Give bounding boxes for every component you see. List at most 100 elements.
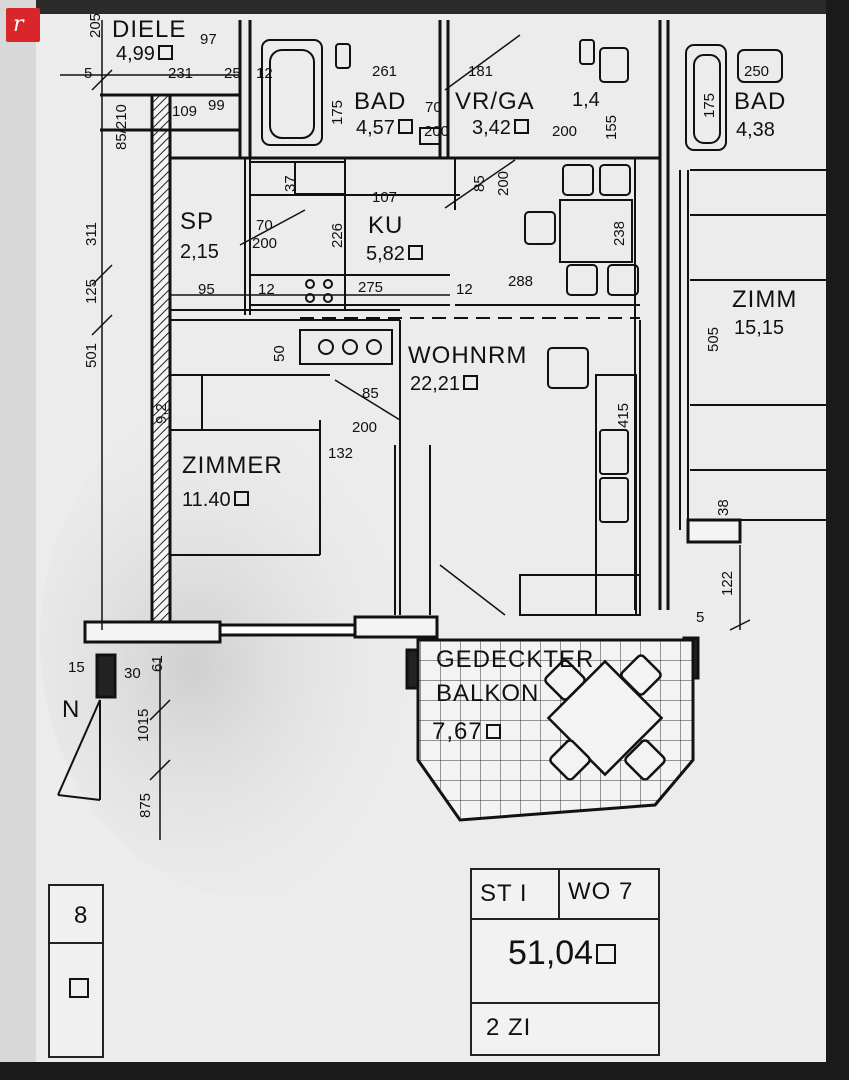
top-edge — [0, 0, 849, 14]
bottom-edge-shadow — [0, 1062, 849, 1080]
dim-ku-width: 275 — [358, 279, 384, 296]
room-area-zimm: 15,15 — [734, 317, 785, 339]
dim-ku-107: 107 — [372, 189, 398, 206]
dim-231: 231 — [168, 65, 194, 82]
room-name-bad-2: BAD — [734, 88, 787, 115]
dim-ku-200: 200 — [495, 170, 512, 196]
room-name-vrga: VR/GA — [455, 88, 535, 115]
dim-vrga-door-h: 200 — [424, 123, 450, 140]
dim-ku-depth: 226 — [329, 222, 346, 248]
right-edge-shadow — [826, 0, 849, 1080]
dim-wc-door: 200 — [552, 123, 578, 140]
room-area-wohnrm: 22,21 — [410, 374, 479, 394]
balcony-furniture — [544, 654, 666, 781]
dim-bad1-depth: 175 — [329, 99, 346, 125]
room-area-bad-2: 4,38 — [736, 119, 775, 141]
room-name-diele: DIELE — [112, 16, 187, 43]
title-total-area: 51,04 — [508, 936, 617, 970]
door-swings — [239, 34, 521, 616]
dim-9-2: 9,2 — [153, 403, 170, 424]
title-block-divider — [558, 870, 560, 918]
dimension-lines — [60, 20, 751, 840]
room-name-wohnrm: WOHNRM — [408, 342, 528, 369]
dim-12c: 12 — [456, 281, 473, 298]
dim-zimm-5: 5 — [696, 609, 705, 626]
left-box-square-icon — [69, 978, 89, 998]
dim-sp-door-h: 200 — [252, 235, 278, 252]
dim-sp-width: 95 — [198, 281, 215, 298]
room-name-sp: SP — [180, 208, 215, 235]
dim-zimm-38: 38 — [715, 499, 732, 516]
room-area-diele: 4,99 — [116, 44, 173, 64]
dim-15: 15 — [68, 659, 85, 676]
dim-bad2-depth: 175 — [701, 92, 718, 118]
dim-ku-238: 238 — [611, 220, 628, 246]
room-area-ku: 5,82 — [366, 244, 423, 264]
left-margin — [0, 0, 36, 1080]
dim-wohnrm-415: 415 — [615, 402, 632, 428]
title-rooms: 2 ZI — [486, 1014, 532, 1041]
room-name-ku: KU — [368, 212, 404, 239]
dim-5: 5 — [84, 65, 93, 82]
room-name-bad-1: BAD — [354, 88, 407, 115]
dim-875: 875 — [137, 792, 154, 818]
dim-vrga-width: 181 — [468, 63, 494, 80]
title-wohnung: WO 7 — [568, 878, 634, 905]
kitchen-fixtures — [294, 161, 393, 365]
dim-205: 205 — [87, 12, 104, 38]
bath-fixtures — [261, 39, 783, 151]
dim-vrga-door-w: 70 — [425, 99, 442, 116]
dim-12a: 12 — [256, 65, 273, 82]
title-block-header — [472, 870, 658, 920]
balcony-area: 7,67 — [432, 720, 501, 744]
left-box-divider — [50, 942, 102, 944]
dim-1015: 1015 — [135, 708, 152, 742]
dim-30: 30 — [124, 665, 141, 682]
brand-logo: r — [6, 8, 40, 42]
dim-501: 501 — [83, 342, 100, 368]
title-block-footer — [472, 1002, 658, 1056]
dim-99: 99 — [208, 97, 225, 114]
dim-bad2-width: 250 — [744, 63, 770, 80]
dim-zimm-505: 505 — [705, 326, 722, 352]
dim-sp-door-w: 70 — [256, 217, 273, 234]
dim-12b: 12 — [258, 281, 275, 298]
left-box-number: 8 — [74, 902, 89, 929]
room-name-zimmer: ZIMMER — [182, 452, 283, 479]
title-stiege: ST I — [480, 880, 528, 907]
dim-311: 311 — [83, 222, 100, 246]
outer-walls — [100, 20, 670, 627]
dim-125: 125 — [83, 278, 100, 304]
dim-zimmer-132: 132 — [328, 445, 354, 462]
dim-diele-width: 97 — [200, 31, 217, 48]
room-area-vrga: 3,42 — [472, 118, 529, 138]
photo-shadow — [40, 380, 480, 900]
room-area-bad-1: 4,57 — [356, 118, 413, 138]
room-area-sp: 2,15 — [180, 241, 219, 263]
dim-ku-85: 85 — [471, 175, 488, 192]
dim-wc-depth: 155 — [603, 114, 620, 140]
dim-wohnrm-50: 50 — [271, 345, 288, 362]
dim-109: 109 — [172, 103, 198, 120]
balcony-name-1: GEDECKTER — [436, 646, 595, 673]
dim-bad1-width: 261 — [372, 63, 398, 80]
neighbour-room — [679, 169, 826, 530]
dim-25: 25 — [224, 65, 241, 82]
dim-85-210: 85/210 — [113, 104, 130, 150]
dim-zimm-122: 122 — [719, 570, 736, 596]
dim-61: 61 — [149, 655, 166, 672]
dim-wohnrm-door-h: 200 — [352, 419, 378, 436]
room-area-zimmer: 11.40 — [182, 490, 249, 510]
room-area-wc: 1,4 — [572, 89, 600, 111]
dim-ku-37: 37 — [282, 175, 299, 192]
room-name-zimm: ZIMM — [732, 286, 798, 313]
north-label: N — [62, 696, 81, 723]
title-block: ST I WO 7 51,04 2 ZI — [470, 868, 660, 1056]
north-arrow — [57, 699, 101, 801]
furniture — [519, 164, 641, 616]
dim-wohnrm-door-w: 85 — [362, 385, 379, 402]
dim-wohnrm-288: 288 — [508, 273, 534, 290]
balcony-name-2: BALKON — [436, 680, 540, 707]
